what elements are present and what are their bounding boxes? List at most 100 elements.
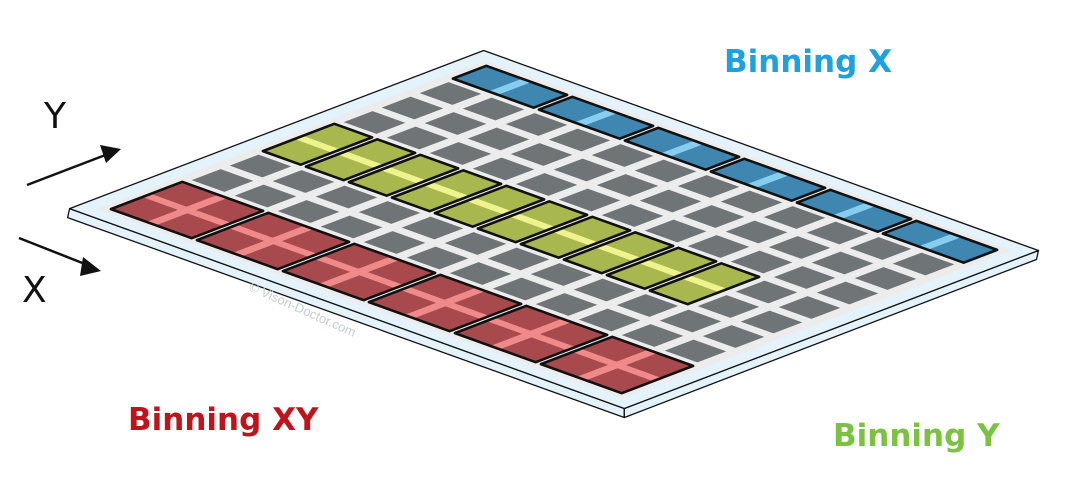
binning-x-block xyxy=(881,219,999,265)
pixel-cell xyxy=(778,296,841,319)
pixel-cell xyxy=(462,97,525,121)
pixel-cell xyxy=(386,126,449,150)
pixel-cell xyxy=(429,142,492,165)
binning-x-block xyxy=(623,126,741,171)
binning-y-block-divider-x xyxy=(337,151,384,169)
binning-y-block-outline xyxy=(304,138,417,182)
binning-y-block-outline xyxy=(433,184,546,228)
pixel-cell xyxy=(616,294,679,317)
binning-y-block-outline xyxy=(605,246,718,291)
binning-x-block-outline xyxy=(795,188,913,233)
binning-y-block-outline xyxy=(476,200,589,244)
pixel-cell xyxy=(730,250,793,274)
binning-y-block xyxy=(605,246,718,291)
pixel-cell xyxy=(444,232,507,255)
binning-x-block-divider-y xyxy=(918,233,962,250)
binning-xy-block-outline xyxy=(367,273,523,333)
binning-xy-block-divider-y xyxy=(318,256,400,288)
binning-x-block-outline xyxy=(623,126,741,171)
pixel-cell xyxy=(358,201,421,224)
binning-x-block-divider-y xyxy=(832,202,876,219)
binning-xy-block xyxy=(109,180,265,240)
pixel-cell xyxy=(687,235,750,258)
pixel-cell xyxy=(472,157,535,181)
pixel-cell xyxy=(682,205,745,228)
binning-y-block-divider-x xyxy=(380,166,427,184)
pixel-cell xyxy=(773,266,836,289)
pixel-cell xyxy=(401,216,464,240)
binning-x-block-divider-y xyxy=(746,171,790,188)
binning-y-block-outline xyxy=(347,153,460,197)
pixel-cell xyxy=(558,188,621,212)
binning-y-block-divider-x xyxy=(595,244,642,262)
pixel-cell xyxy=(892,252,955,276)
binning-x-label: Binning X xyxy=(724,44,892,80)
x-axis-arrow xyxy=(18,236,101,276)
binning-y-block-divider-x xyxy=(423,182,470,200)
binning-xy-block xyxy=(195,211,351,271)
binning-xy-block xyxy=(281,242,437,302)
binning-xy-block-outline xyxy=(539,335,695,395)
y-axis-arrow xyxy=(26,145,121,187)
binning-y-block xyxy=(476,200,589,244)
binning-x-block-outline xyxy=(709,157,827,202)
pixel-cell xyxy=(548,128,611,152)
binning-y-block xyxy=(304,138,417,182)
pixel-cell xyxy=(601,204,664,227)
pixel-cell xyxy=(621,324,684,347)
pixel-cell xyxy=(664,339,727,363)
binning-y-block xyxy=(433,184,546,228)
binning-xy-block xyxy=(453,304,609,364)
binning-y-block-divider-x xyxy=(681,275,728,293)
binning-xy-label: Binning XY xyxy=(128,402,319,438)
binning-y-block xyxy=(648,261,761,306)
axis-x-label: X xyxy=(22,270,47,311)
binning-x-block xyxy=(451,64,569,109)
binning-y-block xyxy=(347,153,460,197)
binning-xy-block-outline xyxy=(453,304,609,364)
binning-y-block xyxy=(261,122,374,166)
pixel-cell xyxy=(553,158,616,182)
binning-xy-block-outline xyxy=(281,242,437,302)
pixel-cell xyxy=(320,215,383,239)
binning-x-block-divider-y xyxy=(660,140,704,157)
binning-y-block-divider-x xyxy=(638,259,685,277)
binning-x-block xyxy=(795,188,913,233)
pixel-cell xyxy=(639,189,702,213)
binning-xy-block-divider-y xyxy=(576,349,658,381)
pixel-cell xyxy=(720,190,783,214)
binning-xy-block-divider-y xyxy=(146,194,228,226)
pixel-cell xyxy=(191,169,254,192)
binning-x-block xyxy=(709,157,827,202)
pixel-cell xyxy=(854,267,917,290)
binning-y-label: Binning Y xyxy=(833,418,1000,454)
pixel-cell xyxy=(578,308,641,332)
pixel-cell xyxy=(677,175,740,198)
binning-xy-block-divider-y xyxy=(404,287,486,319)
binning-y-block-outline xyxy=(261,122,374,166)
pixel-cell xyxy=(763,206,826,229)
binning-y-block-outline xyxy=(519,215,632,260)
axis-y-label: Y xyxy=(44,96,66,137)
pixel-cell xyxy=(816,281,879,305)
binning-xy-block-outline xyxy=(195,211,351,271)
pixel-cell xyxy=(644,219,707,243)
pixel-cell xyxy=(806,221,869,245)
pixel-cell xyxy=(725,220,788,244)
binning-x-block-outline xyxy=(537,95,655,140)
pixel-cell xyxy=(467,127,530,151)
pixel-cell xyxy=(363,231,426,254)
binning-x-block-outline xyxy=(881,219,999,265)
binning-y-block xyxy=(519,215,632,260)
binning-xy-block-divider-y xyxy=(232,225,314,257)
pixel-cell xyxy=(596,174,659,197)
pixel-cell xyxy=(634,159,697,183)
binning-y-block xyxy=(562,231,675,275)
pixel-cell xyxy=(272,170,335,193)
binning-y-block-outline xyxy=(390,169,503,213)
binned-pixels xyxy=(109,64,999,395)
binning-y-block-outline xyxy=(562,231,675,275)
binning-x-block xyxy=(537,95,655,140)
pixel-cell xyxy=(811,251,874,275)
